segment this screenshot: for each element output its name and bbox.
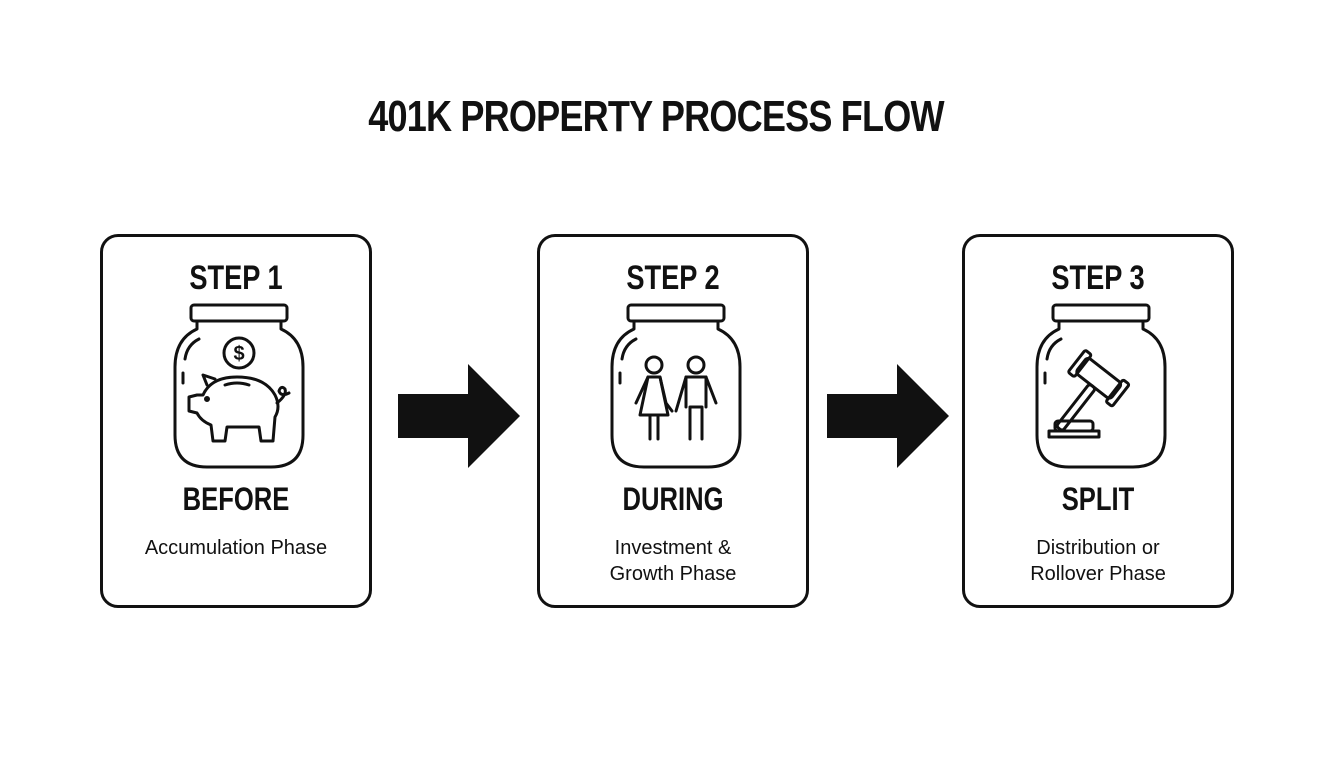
svg-text:$: $ xyxy=(233,343,244,365)
step-1-phase: BEFORE xyxy=(182,481,290,517)
arrow-right-icon xyxy=(827,364,949,468)
coin-icon: $ xyxy=(222,336,256,370)
couple-jar-icon xyxy=(610,303,742,469)
diagram-title: 401K PROPERTY PROCESS FLOW xyxy=(368,92,944,141)
step-3-label: STEP 3 xyxy=(1051,259,1145,297)
step-3-description: Distribution or Rollover Phase xyxy=(1030,537,1166,585)
couple-icon xyxy=(634,355,718,441)
step-1-label: STEP 1 xyxy=(189,259,283,297)
step-2-label: STEP 2 xyxy=(626,259,720,297)
arrow-right-icon xyxy=(398,364,520,468)
gavel-icon xyxy=(1047,349,1131,439)
step-3-card: STEP 3 SPLIT Distribution or Rollover Ph… xyxy=(962,234,1234,608)
piggy-bank-icon xyxy=(187,373,291,443)
piggy-bank-jar-icon: $ xyxy=(173,303,305,469)
step-3-phase: SPLIT xyxy=(1061,481,1135,517)
step-2-card: STEP 2 DURING Investment & Growth Phase xyxy=(537,234,809,608)
step-1-description: Accumulation Phase xyxy=(144,537,328,559)
step-2-description: Investment & Growth Phase xyxy=(609,537,737,585)
step-2-phase: DURING xyxy=(622,481,724,517)
gavel-jar-icon xyxy=(1035,303,1167,469)
step-1-card: STEP 1 $ BEFORE Accumulation Phase xyxy=(100,234,372,608)
